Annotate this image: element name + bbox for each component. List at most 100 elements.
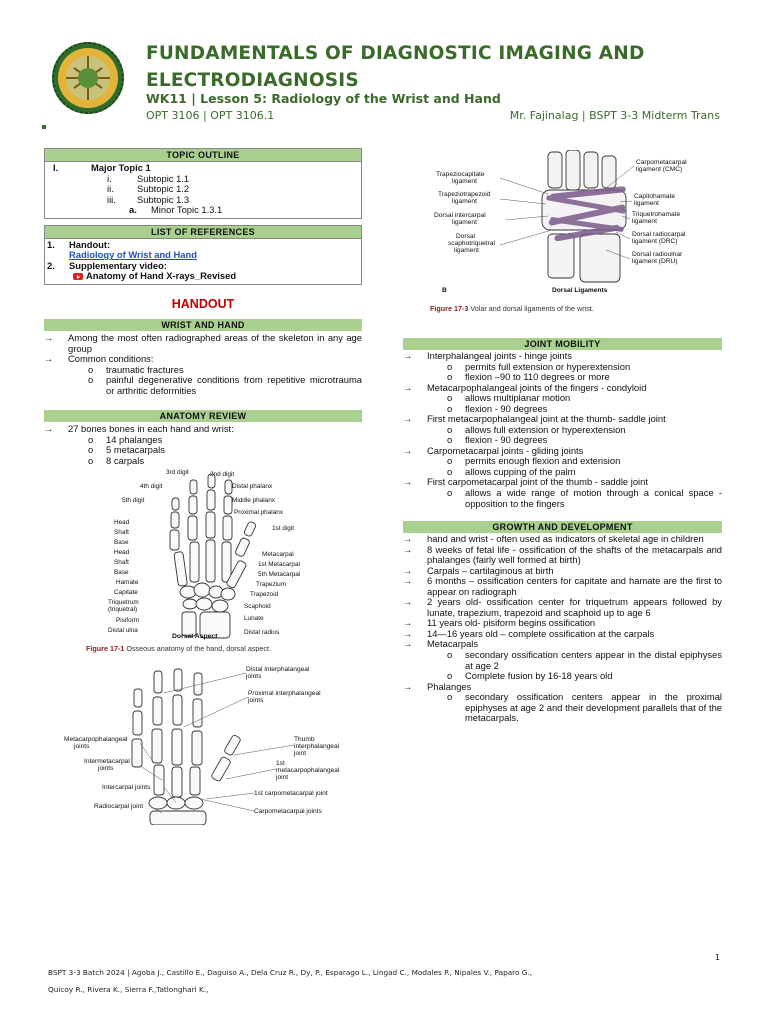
label-1st-cmc: 1st carpometacarpal joint: [254, 790, 328, 797]
outline-marker: ii.: [107, 183, 114, 195]
hand-bones-diagram: 3rd digit 2nd digit 4th digit Distal pha…: [108, 469, 300, 640]
list-item: →11 years old- pisiform begins ossificat…: [403, 617, 596, 629]
list-item: →6 months – ossification centers for cap…: [403, 575, 722, 597]
references-list: 1. Handout: Radiology of Wrist and Hand …: [45, 239, 361, 284]
label-mcp: Metacarpophalangeal: [64, 736, 128, 743]
anatomy-review-heading: ANATOMY REVIEW: [44, 410, 362, 423]
list-item: →Carpometacarpal joints - gliding joints: [403, 444, 584, 456]
outline-item: a.Minor Topic 1.3.1: [47, 205, 361, 216]
label-dorsal-st: Dorsal: [456, 233, 476, 240]
joint-mobility-heading: JOINT MOBILITY: [403, 338, 722, 351]
label-metacarpal: Metacarpal: [262, 551, 294, 558]
label-1st-mcp-3: joint: [275, 774, 288, 781]
label-dorsal-st-2: scaphotriquetral: [448, 240, 495, 247]
label-trapezium: Trapezium: [256, 581, 286, 588]
list-item: →Metacarpals: [403, 638, 479, 650]
label-base: Base: [114, 539, 129, 546]
outline-item: ii.Subtopic 1.2: [47, 184, 361, 195]
label-dorsal-intercarpal: Dorsal intercarpal: [434, 212, 486, 219]
label-cmc: Carpometacarpal: [636, 159, 687, 166]
label-triquetral: (triquetral): [108, 606, 137, 613]
reference-label: Handout:: [69, 238, 111, 250]
label-dorsal-aspect: Dorsal Aspect: [172, 633, 218, 640]
outline-item: i.Subtopic 1.1: [47, 173, 361, 185]
label-pisiform: Pisiform: [116, 617, 139, 624]
list-item: →Common conditions:: [44, 353, 154, 365]
list-item: →Metacarpophalangeal joints of the finge…: [403, 381, 647, 393]
list-item: →8 weeks of fetal life - ossification of…: [403, 543, 722, 566]
video-link[interactable]: Anatomy of Hand X-rays_Revised: [69, 270, 236, 281]
label-dru-2: ligament (DRU): [632, 258, 677, 265]
label-1st-digit: 1st digit: [272, 525, 294, 532]
reference-label: Supplementary video:: [69, 259, 167, 271]
label-radiocarpal: Radiocarpal joint: [94, 803, 143, 810]
reference-item: 2. Supplementary video: Anatomy of Hand …: [47, 259, 237, 282]
label-mcp-2: joints: [73, 743, 90, 750]
wrist-and-hand-list: →Among the most often radiographed areas…: [44, 332, 362, 396]
label-base-2: Base: [114, 569, 129, 576]
label-scaphoid: Scaphoid: [244, 603, 271, 610]
label-drc: Dorsal radiocarpal: [632, 231, 686, 238]
label-head: Head: [114, 519, 130, 526]
label-trapeziotrapezoid-2: ligament: [452, 198, 477, 205]
wrist-ligaments-diagram: Trapeziocapitate ligament Trapeziotrapez…: [434, 149, 687, 294]
outline-marker: I.: [53, 162, 59, 174]
growth-list: →hand and wrist - often used as indicato…: [403, 534, 722, 724]
document-title: FUNDAMENTALS OF DIAGNOSTIC IMAGING AND E…: [146, 43, 645, 91]
label-dip-2: joints: [245, 673, 262, 680]
label-lunate: Lunate: [244, 615, 264, 622]
label-5th-digit: 5th digit: [122, 497, 145, 504]
label-middle-phalanx: Middle phalanx: [232, 497, 276, 504]
list-item: →Carpals – cartilaginous at birth: [403, 564, 554, 576]
reference-item: 1. Handout: Radiology of Wrist and Hand: [47, 238, 197, 261]
label-thumb-ip-2: interphalangeal: [294, 743, 340, 750]
label-pip-2: joints: [247, 697, 264, 704]
label-cmc-2: ligament (CMC): [636, 166, 682, 173]
lesson-subtitle: WK11 | Lesson 5: Radiology of the Wrist …: [146, 91, 501, 106]
label-capitohamate: Capitohamate: [634, 193, 675, 200]
handout-heading: HANDOUT: [171, 296, 235, 311]
figure-17-3: Trapeziocapitate ligament Trapeziotrapez…: [430, 149, 730, 313]
label-dorsal-st-3: ligament: [454, 247, 479, 254]
label-trapeziocapitate: Trapeziocapitate: [436, 171, 485, 178]
label-intercarpal: Intercarpal joints: [102, 784, 151, 791]
list-item: →Phalanges: [403, 680, 472, 692]
figure-17-1: 3rd digit 2nd digit 4th digit Distal pha…: [86, 468, 362, 653]
references-box: LIST OF REFERENCES 1. Handout: Radiology…: [44, 224, 362, 285]
topic-outline-heading: TOPIC OUTLINE: [45, 149, 361, 163]
wrist-and-hand-heading: WRIST AND HAND: [44, 318, 362, 332]
outline-text: Subtopic 1.3: [137, 193, 190, 205]
handout-link[interactable]: Radiology of Wrist and Hand: [69, 249, 197, 261]
label-distal-radius: Distal radius: [244, 629, 279, 636]
label-intermetacarpal-2: joints: [97, 765, 114, 772]
trans-info: Mr. Fajinalag | BSPT 3-3 Midterm Trans: [509, 109, 720, 122]
figure-caption: Figure 17-3 Volar and dorsal ligaments o…: [430, 303, 594, 313]
right-column: JOINT MOBILITY →Interphalangeal joints -…: [403, 338, 722, 724]
label-distal-ulna: Distal ulna: [108, 627, 138, 634]
youtube-icon: [73, 273, 83, 281]
label-head-2: Head: [114, 549, 130, 556]
label-dorsal-intercarpal-2: ligament: [452, 219, 477, 226]
anatomy-review-list: →27 bones bones in each hand and wrist: …: [44, 424, 362, 466]
list-item: →27 bones bones in each hand and wrist:: [44, 423, 234, 435]
label-3rd-digit: 3rd digit: [166, 469, 189, 476]
label-thumb-ip: Thumb: [294, 736, 315, 743]
label-shaft: Shaft: [114, 529, 129, 536]
label-trapeziotrapezoid: Trapeziotrapezoid: [438, 191, 491, 198]
label-4th-digit: 4th digit: [140, 483, 163, 490]
label-triquetrohamate: Triquetrohamate: [632, 211, 680, 218]
label-dip: Distal interphalangeal: [246, 666, 310, 673]
label-1st-metacarpal: 1st Metacarpal: [258, 561, 300, 568]
label-dru: Dorsal radioulnar: [632, 251, 683, 258]
label-b: B: [442, 287, 447, 294]
list-item: →hand and wrist - often used as indicato…: [403, 533, 704, 545]
